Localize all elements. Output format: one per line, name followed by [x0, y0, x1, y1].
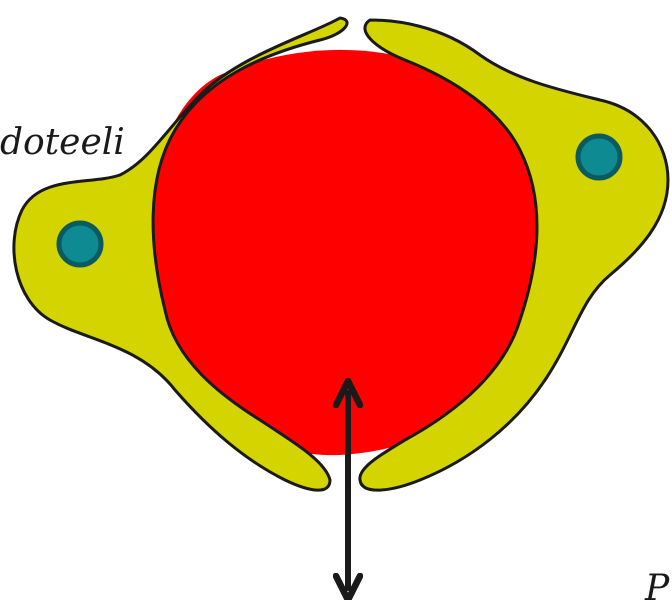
nucleus-left [59, 223, 101, 265]
endothelium-label: doteeli [0, 122, 125, 163]
nucleus-right [578, 136, 620, 178]
bottom-right-label: P [644, 568, 670, 600]
